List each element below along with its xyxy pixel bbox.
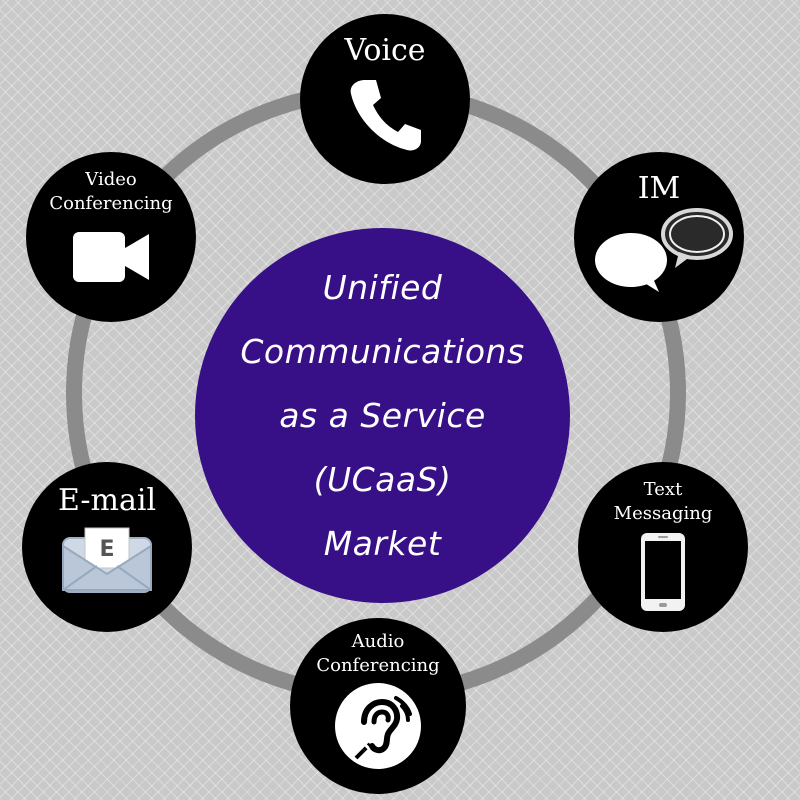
node-audio-conferencing: Audio Conferencing bbox=[290, 618, 466, 794]
node-email: E-mail E bbox=[22, 462, 192, 632]
center-title-line-3: as a Service bbox=[279, 395, 486, 435]
speech-bubbles-icon bbox=[595, 208, 733, 292]
node-video-label-2: Conferencing bbox=[49, 193, 173, 214]
node-video-conferencing: Video Conferencing bbox=[26, 152, 196, 322]
node-im-label: IM bbox=[637, 171, 681, 206]
node-text-messaging: Text Messaging bbox=[578, 462, 748, 632]
envelope-letter: E bbox=[99, 537, 114, 562]
node-text-label-1: Text bbox=[643, 479, 683, 500]
video-camera-icon bbox=[73, 232, 149, 282]
center-title-line-5: Market bbox=[323, 523, 442, 563]
node-email-label: E-mail bbox=[57, 483, 157, 518]
smartphone-icon bbox=[641, 533, 685, 611]
node-audio-label-2: Conferencing bbox=[316, 655, 440, 676]
envelope-icon: E bbox=[62, 527, 152, 593]
node-im: IM bbox=[574, 152, 744, 322]
node-voice-label: Voice bbox=[344, 33, 426, 68]
center-title-line-2: Communications bbox=[240, 331, 525, 371]
node-video-label-1: Video bbox=[85, 169, 137, 190]
center-circle: Unified Communications as a Service (UCa… bbox=[195, 228, 570, 603]
node-text-label-2: Messaging bbox=[613, 503, 713, 524]
center-title-line-1: Unified bbox=[322, 267, 443, 307]
phone-icon bbox=[350, 80, 421, 151]
node-audio-label-1: Audio bbox=[351, 631, 405, 652]
node-voice: Voice bbox=[300, 14, 470, 184]
hearing-ear-icon bbox=[335, 683, 421, 769]
center-title-line-4: (UCaaS) bbox=[313, 459, 452, 499]
